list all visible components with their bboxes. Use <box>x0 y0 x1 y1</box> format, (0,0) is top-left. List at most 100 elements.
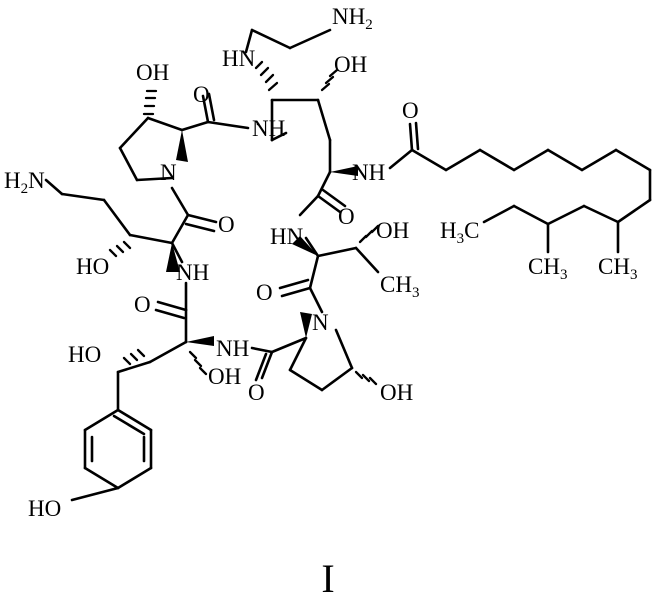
bond-acyl-c6 <box>580 148 618 172</box>
label-ho-phenol: HO <box>28 496 61 521</box>
wedge-tyrosine-ca <box>186 336 214 346</box>
bond-acyl-c5 <box>546 148 584 172</box>
label-h3c-tail: H3C <box>440 218 479 247</box>
hash-pro-bot-2 <box>361 373 371 383</box>
label-nh-bottom: NH <box>216 336 249 361</box>
bond-nh2-c <box>288 28 332 50</box>
bond-acyl-c9 <box>616 198 652 224</box>
bond-orn-ca-nh-stub <box>170 241 184 264</box>
hash-orn-oh-2 <box>115 244 125 254</box>
bond-c-c-amine <box>250 28 292 50</box>
wedge-proline-top-ca <box>176 130 188 162</box>
label-n-proline-bottom: N <box>312 310 329 335</box>
label-ho-ornithine: HO <box>76 254 109 279</box>
bond-acyl-co-1 <box>408 122 414 152</box>
bond-acyl-c3 <box>478 148 516 172</box>
bond-acyl-c11 <box>546 204 586 226</box>
bond-ar-4 <box>116 466 153 490</box>
bond-co-o-left-1 <box>186 213 218 224</box>
bond-ar-inner-3 <box>112 414 146 436</box>
hash-thr-oh-3 <box>370 224 380 234</box>
label-hn-threonine: HN <box>270 224 304 249</box>
bond-nh-co-bottom <box>250 346 274 354</box>
bond-tyr-ca-cb <box>148 340 188 364</box>
atom-labels: NH2 HN OH OH O NH N H2N O HO NH O HO OH … <box>4 4 637 521</box>
label-oh-threonine: OH <box>376 218 409 243</box>
hash-hn-4 <box>267 81 279 92</box>
label-ho-tyrosine: HO <box>68 342 101 367</box>
hash-tyr-oh-2 <box>193 358 203 368</box>
stereo-wedges <box>166 130 358 346</box>
bond-pro-cb-cg <box>118 116 150 150</box>
bond-orn-cg-cd <box>60 192 106 202</box>
bond-thr-cb-ch3 <box>354 246 380 274</box>
label-o-threonine-upper: O <box>338 204 355 229</box>
bond-ar-3 <box>83 466 120 490</box>
bond-pro-cd-n <box>135 176 174 182</box>
bond-co-o-left-2 <box>184 222 216 233</box>
bond-acyl-c4 <box>512 148 550 172</box>
bond-n-co-left <box>170 186 190 217</box>
bond-acyl-c12 <box>512 204 550 226</box>
bond-co-o-bl-1 <box>156 300 188 312</box>
hash-tyr-ho-1 <box>136 348 146 358</box>
bond-orn-cb-cg <box>102 198 132 237</box>
bond-probot-cg-cd <box>320 366 354 392</box>
label-n-proline-top: N <box>160 160 177 185</box>
bond-nh-to-ca-top <box>270 131 288 142</box>
label-nh-acyl: NH <box>352 160 385 185</box>
bond-co-o-bl-2 <box>154 308 186 320</box>
wedge-threonine-ca <box>292 236 318 256</box>
label-o-left-ring: O <box>218 212 235 237</box>
bond-acyl-c10 <box>582 204 620 224</box>
bond-acyl-co-2 <box>414 121 420 151</box>
bond-c-o-top-1 <box>201 94 210 124</box>
hash-oh-side-1 <box>320 82 331 92</box>
bond-orn-cd-n <box>44 178 64 196</box>
label-nh-left-mid: NH <box>176 260 209 285</box>
bond-c-o-top-2 <box>207 92 216 122</box>
label-o-bottom-pro: O <box>248 380 265 405</box>
bond-co-calpha-pro <box>180 120 210 132</box>
bond-thr-ca-cb <box>316 246 358 258</box>
bond-hn-co-thr <box>298 194 320 217</box>
bond-co-o-bot-1 <box>260 350 274 380</box>
bond-co-o-thr-1 <box>280 286 312 298</box>
hash-oh-side-2 <box>324 75 335 85</box>
bond-nh-acyl <box>388 148 414 170</box>
figure-caption: I <box>321 556 334 600</box>
hash-tyr-oh-1 <box>188 350 198 360</box>
stereo-hashes <box>108 60 380 386</box>
label-nh-amide-top: NH <box>252 116 285 141</box>
label-o-left-lower: O <box>134 292 151 317</box>
bond-thr-ca-hn-stub <box>304 236 320 258</box>
wedge-proline-bottom-ca <box>300 312 312 338</box>
bond-cg-cd-top <box>316 98 332 142</box>
bond-probot-n-co <box>308 286 324 314</box>
wedge-midresidue-ca <box>330 166 358 176</box>
bond-co-o-mid-2 <box>321 188 347 208</box>
hash-hn-3 <box>264 73 275 84</box>
bond-c-hn <box>244 28 254 54</box>
label-hn-top: HN <box>222 46 256 71</box>
bond-co-o-mid-1 <box>316 194 342 214</box>
bond-co-o-bot-2 <box>254 352 268 382</box>
bond-ar-oh <box>70 486 120 502</box>
hash-orn-oh-1 <box>122 240 132 250</box>
label-o-acyl: O <box>402 98 419 123</box>
bond-probot-ca-cb <box>288 336 308 372</box>
label-h2n-left: H2N <box>4 168 45 197</box>
bond-co-ca-orn <box>170 213 190 245</box>
bond-co-o-thr-2 <box>278 278 310 290</box>
label-ch3-branch-right: CH3 <box>598 254 637 283</box>
wedge-ornithine-ca <box>166 243 180 272</box>
bond-co-ca-thr <box>308 254 320 290</box>
hash-oh-side-3 <box>328 68 339 78</box>
hash-tyr-oh-3 <box>198 366 208 376</box>
bond-acyl-c13 <box>482 204 516 224</box>
bond-orn-ca-cb <box>128 233 174 245</box>
bond-co-ca-probot <box>270 336 308 354</box>
label-ch3-branch-left: CH3 <box>528 254 567 283</box>
